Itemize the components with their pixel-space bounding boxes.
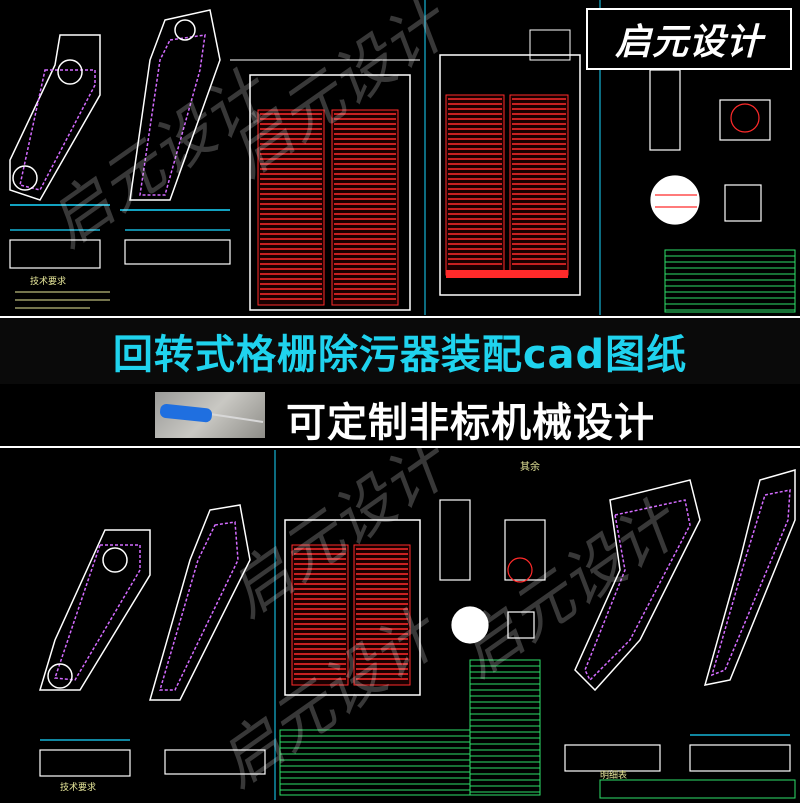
side-view-screen-top-left (9, 34, 110, 206)
parts-table-top-right (664, 249, 796, 313)
parts-table-bottom-mid (469, 659, 541, 796)
main-title: 回转式格栅除污器装配cad图纸 (112, 332, 688, 378)
table-note-heading: 明细表 (600, 769, 627, 781)
subtitle-banner (0, 384, 800, 448)
bottom-header-label: 其余 (520, 460, 540, 473)
side-view-screen-bottom-4 (703, 469, 796, 686)
subtitle: 可定制非标机械设计 (286, 400, 655, 446)
detail-views-bottom-mid (439, 499, 546, 644)
parts-table-bottom-right (599, 779, 796, 799)
front-view-screen-top-2 (439, 29, 581, 296)
top-note-heading: 技术要求 (30, 275, 66, 287)
side-view-screen-bottom-2 (149, 504, 251, 701)
screwdriver-photo (155, 392, 265, 438)
front-view-screen-bottom (284, 519, 421, 696)
bottom-note-heading: 技术要求 (60, 781, 96, 793)
top-note-lines (15, 291, 110, 309)
plan-views-top-left (9, 229, 231, 269)
side-view-screen-bottom-3 (574, 479, 701, 692)
title-banner: 回转式格栅除污器装配cad图纸 (0, 316, 800, 384)
side-view-screen-top-mid (120, 9, 230, 211)
detail-views-top-right (649, 69, 771, 225)
screwdriver-icon (159, 404, 264, 423)
brand-name: 启元设计 (614, 22, 763, 63)
front-view-screen-top-1 (230, 59, 420, 311)
parts-table-bottom-left (279, 729, 471, 796)
side-view-screen-bottom-1 (38, 529, 151, 691)
plan-views-bottom (39, 734, 791, 777)
brand-badge: 启元设计 (586, 8, 792, 70)
